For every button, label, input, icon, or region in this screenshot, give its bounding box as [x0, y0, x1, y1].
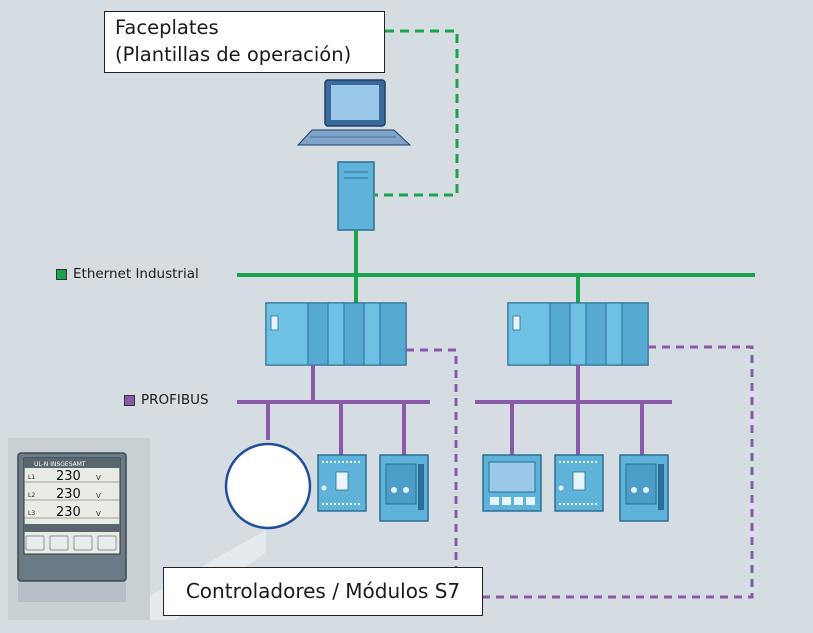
motor-starter-right [619, 454, 669, 522]
meter-row-3-unit: V [96, 510, 101, 518]
meter-header-text: UL-N INSGESAMT [34, 461, 86, 468]
motor-starter-left [379, 454, 429, 522]
controller-link-left-dashed [406, 348, 483, 594]
profibus-legend-label: PROFIBUS [141, 392, 209, 408]
computer-icon [296, 79, 412, 146]
plc-rack-left [265, 302, 407, 366]
profibus-swatch [124, 394, 135, 406]
faceplates-label-box: Faceplates (Plantillas de operación) [104, 11, 385, 73]
meter-row-1-value: 230 [56, 469, 81, 484]
meter-row-1-phase: L1 [28, 474, 35, 481]
meter-row-1-unit: V [96, 474, 101, 482]
io-module-left [317, 454, 367, 512]
ethernet-swatch [56, 268, 67, 280]
meter-highlight-circle [224, 442, 312, 530]
io-module-right [554, 454, 604, 512]
faceplates-link-dashed [375, 29, 459, 197]
meter-row-3-value: 230 [56, 505, 81, 520]
power-meter-photo: UL-N INSGESAMT L1 230 V L2 230 V L3 230 … [8, 438, 150, 620]
controller-link-right-dashed [483, 345, 754, 599]
plc-rack-right [507, 302, 649, 366]
meter-row-2-unit: V [96, 492, 101, 500]
server-icon [337, 161, 375, 231]
ethernet-legend-label: Ethernet Industrial [73, 266, 199, 282]
profibus-legend: PROFIBUS [124, 392, 209, 408]
controllers-label-box: Controladores / Módulos S7 [163, 567, 483, 616]
controllers-label: Controladores / Módulos S7 [185, 579, 461, 603]
faceplates-subtitle: (Plantillas de operación) [115, 43, 352, 66]
meter-row-3-phase: L3 [28, 510, 35, 517]
ethernet-legend: Ethernet Industrial [56, 266, 199, 282]
operator-panel-right [482, 454, 542, 512]
faceplates-title: Faceplates [115, 16, 219, 39]
meter-row-2-value: 230 [56, 487, 81, 502]
meter-row-2-phase: L2 [28, 492, 35, 499]
